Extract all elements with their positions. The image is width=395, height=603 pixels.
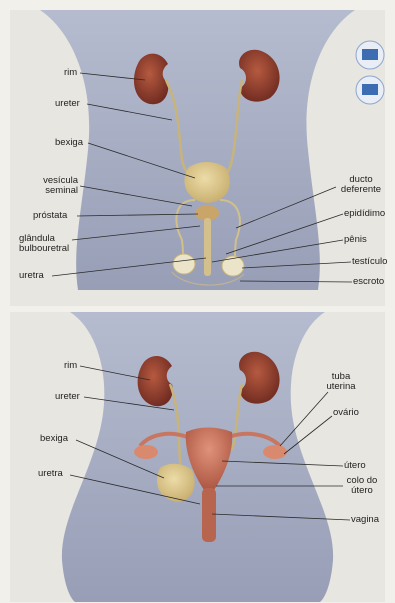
- female-left-ovary: [134, 445, 158, 459]
- label-glandula-line2: bulbouretral: [19, 244, 69, 254]
- label-colo-line2: útero: [338, 486, 386, 496]
- label-colo-utero-female: colo do útero: [338, 476, 386, 496]
- label-vagina-female: vagina: [351, 515, 379, 525]
- label-testiculo-male: testículo: [352, 257, 387, 267]
- label-ducto-deferente-male: ducto deferente: [335, 175, 387, 195]
- label-bexiga-male: bexiga: [55, 138, 83, 148]
- label-escroto-male: escroto: [353, 277, 384, 287]
- female-vagina: [202, 488, 216, 542]
- label-rim-male: rim: [64, 68, 77, 78]
- label-vesicula-seminal-male: vesícula seminal: [26, 176, 78, 196]
- label-vesicula-line2: seminal: [26, 186, 78, 196]
- label-tuba-uterina-female: tuba uterina: [316, 372, 366, 392]
- label-prostata-male: próstata: [33, 211, 67, 221]
- label-ovario-female: ovário: [333, 408, 359, 418]
- female-right-ovary: [263, 445, 287, 459]
- male-penis: [204, 218, 211, 276]
- label-tuba-line2: uterina: [316, 382, 366, 392]
- label-epididimo-male: epidídimo: [344, 209, 385, 219]
- label-utero-female: útero: [344, 461, 366, 471]
- label-ureter-male: ureter: [55, 99, 80, 109]
- male-right-testis: [222, 256, 244, 276]
- male-left-testis: [173, 254, 195, 274]
- label-rim-female: rim: [64, 361, 77, 371]
- label-uretra-male: uretra: [19, 271, 44, 281]
- label-glandula-male: glândula bulbouretral: [19, 234, 69, 254]
- label-bexiga-female: bexiga: [40, 434, 68, 444]
- female-panel: [10, 312, 385, 602]
- label-uretra-female: uretra: [38, 469, 63, 479]
- label-ducto-line2: deferente: [335, 185, 387, 195]
- label-ureter-female: ureter: [55, 392, 80, 402]
- label-penis-male: pênis: [344, 235, 367, 245]
- male-panel: [10, 10, 385, 306]
